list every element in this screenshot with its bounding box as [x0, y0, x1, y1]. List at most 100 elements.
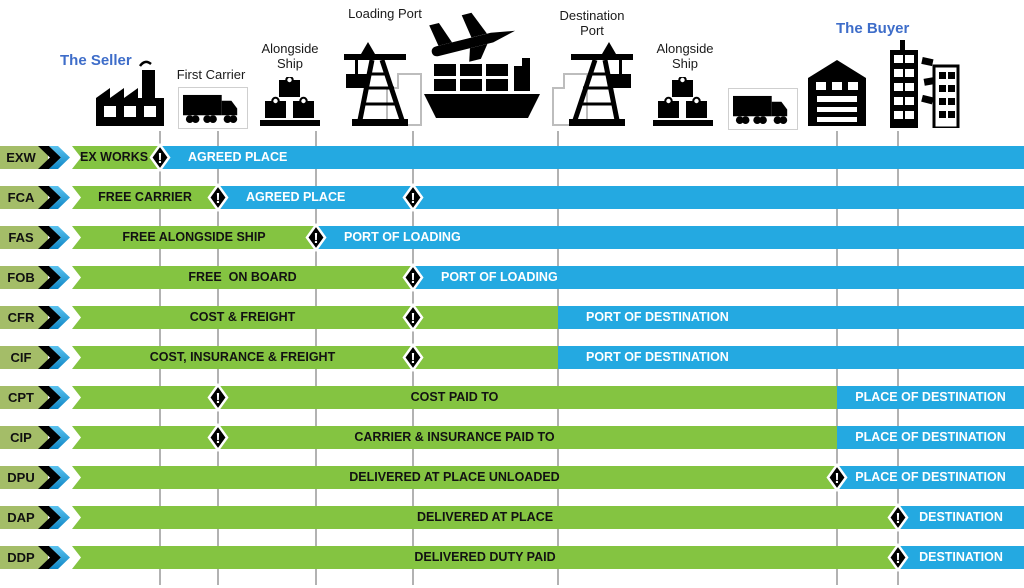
- buyer-term-label: PLACE OF DESTINATION: [855, 470, 1006, 484]
- buyer-responsibility-bar: [898, 546, 1024, 569]
- handover-marker-icon: !: [207, 423, 229, 452]
- buyer-term-label: DESTINATION: [919, 510, 1003, 524]
- loading-port-crane-icon: [344, 42, 418, 126]
- svg-text:!: !: [411, 310, 416, 327]
- seller-responsibility-bar: [72, 346, 558, 369]
- seller-responsibility-bar: [72, 226, 316, 249]
- incoterm-code: EXW: [6, 150, 36, 165]
- handover-marker-icon: !: [207, 183, 229, 212]
- buyer-responsibility-bar: [316, 226, 1024, 249]
- incoterm-tag-DPU: DPU: [0, 466, 70, 489]
- buyer-term-label: PORT OF LOADING: [344, 230, 461, 244]
- handover-marker-icon: !: [402, 343, 424, 372]
- buyer-label: The Buyer: [836, 20, 910, 37]
- incoterm-tag-CIP: CIP: [0, 426, 70, 449]
- incoterm-code: FOB: [7, 270, 35, 285]
- factory-icon: [92, 58, 168, 126]
- seller-responsibility-bar: [72, 466, 837, 489]
- crates-destination-icon: [653, 77, 713, 127]
- svg-text:!: !: [411, 190, 416, 207]
- seller-responsibility-bar: [72, 546, 898, 569]
- seller-label: The Seller: [60, 52, 132, 69]
- buyer-responsibility-bar: [837, 426, 1024, 449]
- first-carrier-label: First Carrier: [176, 67, 246, 82]
- svg-text:!: !: [216, 390, 221, 407]
- buyer-responsibility-bar: [413, 266, 1024, 289]
- incoterm-code: CFR: [7, 310, 35, 325]
- destination-port-label: Destination Port: [559, 8, 625, 38]
- incoterm-code: DAP: [7, 510, 35, 525]
- incoterm-code: DPU: [7, 470, 35, 485]
- incoterm-row-FAS: FAS FREE ALONGSIDE SHIP PORT OF LOADING!: [0, 223, 1024, 252]
- loading-port-label: Loading Port: [348, 6, 422, 21]
- seller-term-label: COST PAID TO: [410, 390, 499, 404]
- handover-marker-icon: !: [402, 263, 424, 292]
- incoterm-code: FCA: [7, 190, 35, 205]
- seller-responsibility-bar: [72, 266, 413, 289]
- incoterm-row-CFR: CFR COST & FREIGHT PORT OF DESTINATION!: [0, 303, 1024, 332]
- incoterm-row-CIP: CIP CARRIER & INSURANCE PAID TO PLACE OF D…: [0, 423, 1024, 452]
- seller-term-label: FREE ON BOARD: [188, 270, 297, 284]
- handover-marker-icon: !: [826, 463, 848, 492]
- buyer-responsibility-bar: [837, 386, 1024, 409]
- svg-text:!: !: [314, 230, 319, 247]
- svg-text:!: !: [411, 270, 416, 287]
- seller-term-label: EX WORKS: [80, 150, 149, 164]
- buyer-term-label: PORT OF DESTINATION: [586, 350, 729, 364]
- handover-marker-icon: !: [207, 383, 229, 412]
- seller-term-label: FREE ALONGSIDE SHIP: [122, 230, 266, 244]
- warehouse-icon: [806, 56, 868, 126]
- incoterm-tag-CPT: CPT: [0, 386, 70, 409]
- seller-term-label: FREE CARRIER: [98, 190, 192, 204]
- seller-responsibility-bar: [72, 386, 837, 409]
- svg-text:!: !: [835, 470, 840, 487]
- incoterm-tag-DAP: DAP: [0, 506, 70, 529]
- buyer-responsibility-bar: [837, 466, 1024, 489]
- incoterm-tag-CFR: CFR: [0, 306, 70, 329]
- first-carrier-truck-icon: [178, 87, 248, 129]
- handover-marker-icon: !: [887, 543, 909, 572]
- svg-text:!: !: [216, 430, 221, 447]
- incoterm-code: FAS: [8, 230, 34, 245]
- buyer-term-label: PORT OF LOADING: [441, 270, 558, 284]
- handover-marker-icon: !: [402, 303, 424, 332]
- seller-term-label: DELIVERED AT PLACE UNLOADED: [349, 470, 560, 484]
- delivery-truck-icon: [728, 88, 798, 130]
- alongside-ship-destination-label: Alongside Ship: [656, 41, 714, 71]
- incoterm-row-DDP: DDP DELIVERED DUTY PAID DESTINATION!: [0, 543, 1024, 572]
- incoterm-tag-EXW: EXW: [0, 146, 70, 169]
- incoterm-row-FOB: FOB FREE ON BOARD PORT OF LOADING!: [0, 263, 1024, 292]
- buyer-responsibility-bar: [218, 186, 1024, 209]
- handover-marker-icon: !: [149, 143, 171, 172]
- buyer-responsibility-bar: [558, 306, 1024, 329]
- buyer-term-label: PLACE OF DESTINATION: [855, 390, 1006, 404]
- incoterm-row-DPU: DPU DELIVERED AT PLACE UNLOADED PLACE OF D…: [0, 463, 1024, 492]
- buyer-term-label: DESTINATION: [919, 550, 1003, 564]
- seller-responsibility-bar: [72, 306, 558, 329]
- incoterm-code: CPT: [8, 390, 34, 405]
- incoterm-tag-FOB: FOB: [0, 266, 70, 289]
- seller-responsibility-bar: [72, 506, 898, 529]
- seller-term-label: CARRIER & INSURANCE PAID TO: [354, 430, 555, 444]
- buyer-term-label: PLACE OF DESTINATION: [855, 430, 1006, 444]
- alongside-ship-origin-label: Alongside Ship: [261, 41, 319, 71]
- svg-text:!: !: [896, 510, 901, 527]
- seller-term-label: COST, INSURANCE & FREIGHT: [149, 350, 336, 364]
- svg-text:!: !: [896, 550, 901, 567]
- seller-term-label: COST & FREIGHT: [189, 310, 296, 324]
- buyer-term-label: PORT OF DESTINATION: [586, 310, 729, 324]
- handover-marker-icon: !: [305, 223, 327, 252]
- incoterm-row-CPT: CPT COST PAID TO PLACE OF DESTINATION!: [0, 383, 1024, 412]
- buyer-term-label: AGREED PLACE: [246, 190, 346, 204]
- seller-term-label: DELIVERED DUTY PAID: [414, 550, 556, 564]
- seller-responsibility-bar: [72, 146, 160, 169]
- cargo-ship-icon: [424, 54, 540, 128]
- incoterm-tag-FAS: FAS: [0, 226, 70, 249]
- incoterm-tag-FCA: FCA: [0, 186, 70, 209]
- incoterm-code: DDP: [7, 550, 35, 565]
- buyer-responsibility-bar: [558, 346, 1024, 369]
